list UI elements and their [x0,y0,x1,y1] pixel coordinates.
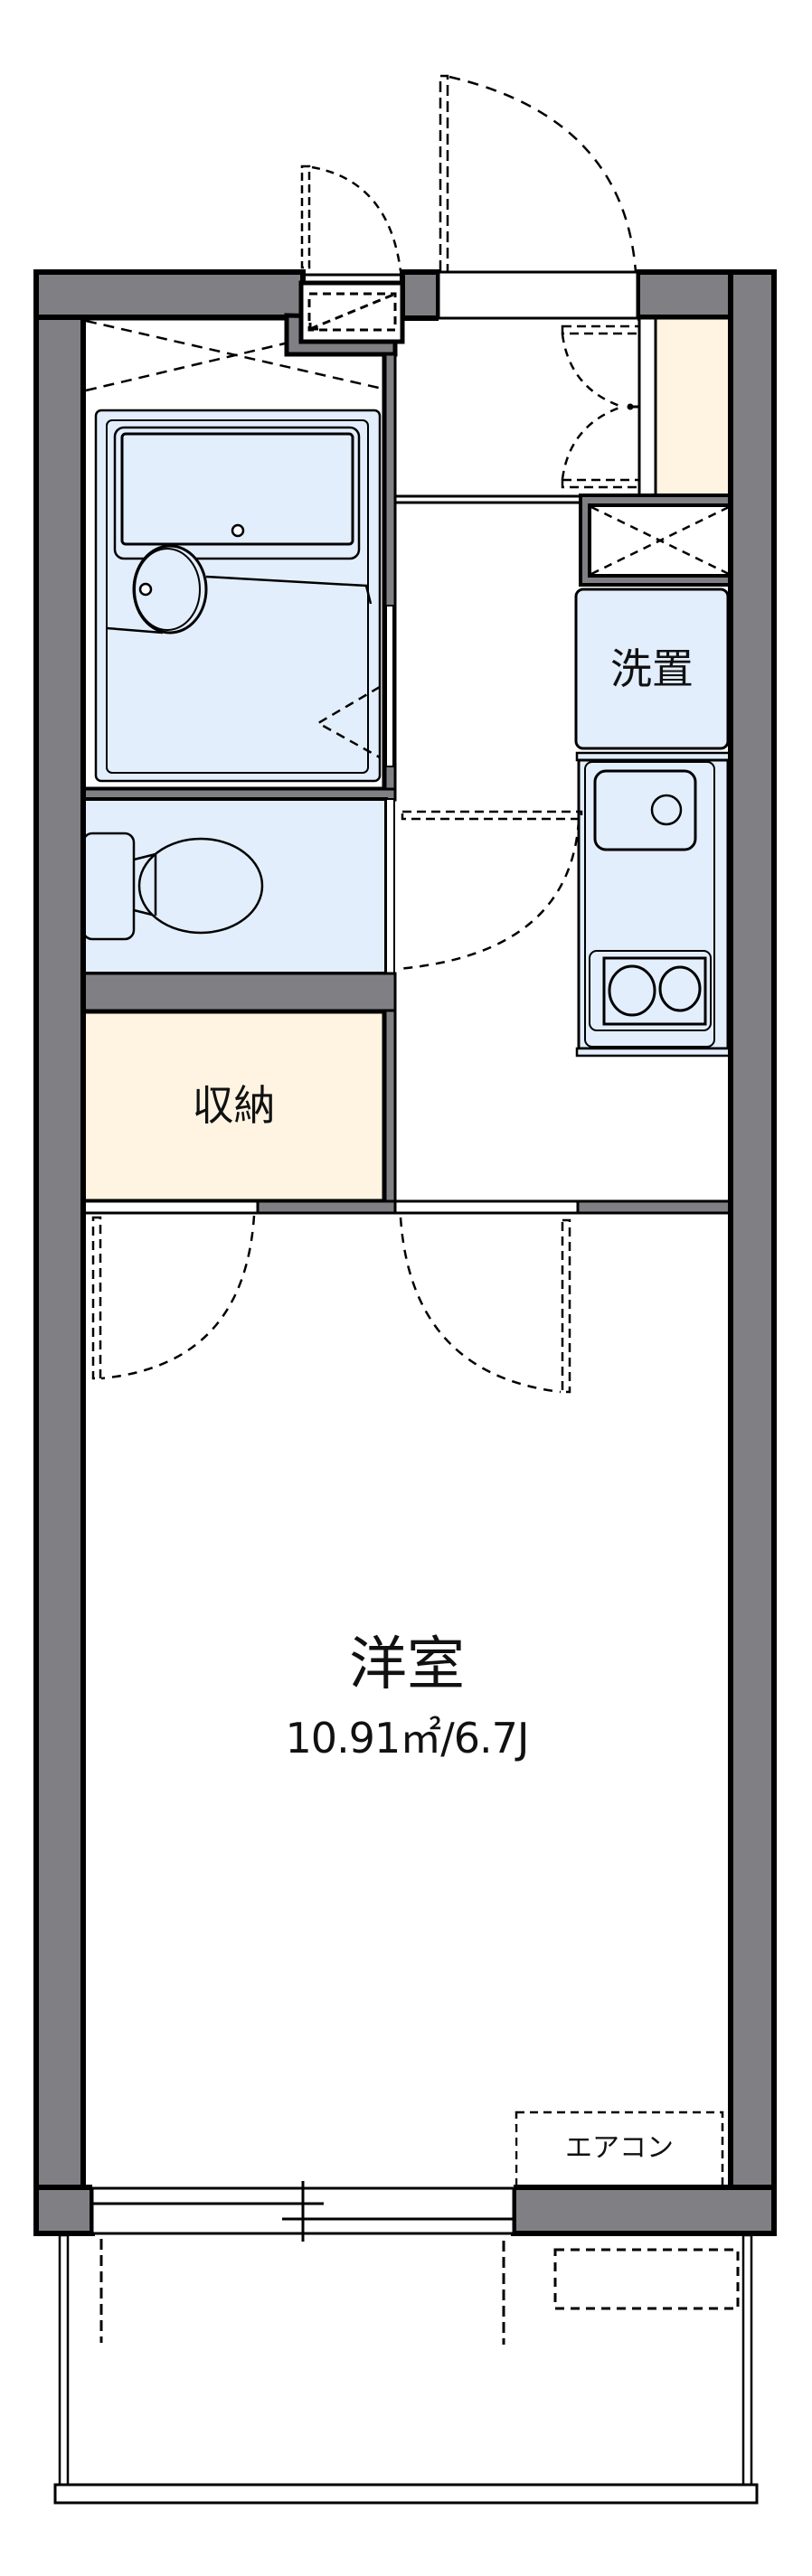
outdoor-ac-unit [553,2248,740,2310]
kitchen-counter [575,751,732,1058]
bathroom [80,315,397,802]
storage-label: 収納 [192,1081,276,1130]
washer-space-label: 洗置 [610,644,694,693]
meter-box [298,165,405,344]
air-conditioner-box [515,2111,724,2189]
wall-toilet-storage [81,972,397,1013]
shoe-cabinet [561,316,732,497]
main-room-area: 10.91㎡/6.7J [285,1714,530,1763]
main-room-label: 洋室 [349,1631,465,1698]
toilet-room [81,797,583,975]
sink [593,769,697,851]
balcony [53,2233,759,2505]
air-conditioner-label: エアコン [565,2132,674,2164]
entrance [395,74,639,504]
pipe-shaft [579,494,732,587]
